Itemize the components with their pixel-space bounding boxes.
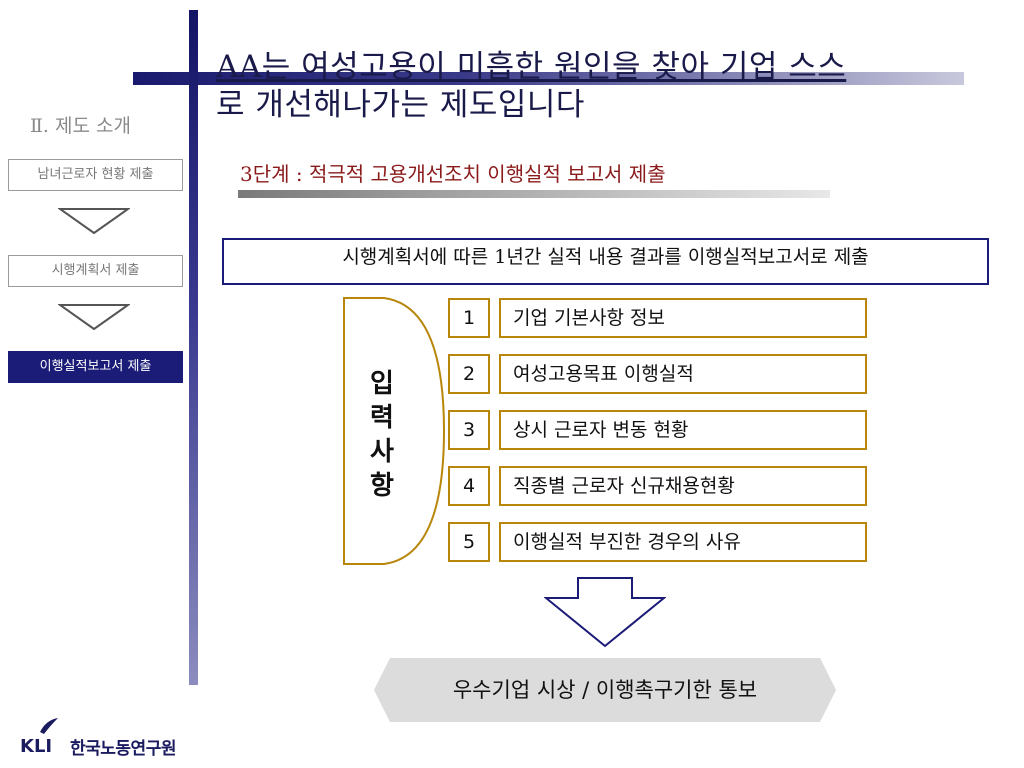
header-decor-bar: [133, 72, 964, 85]
page-title: AA는 여성고용이 미흡한 원인을 찾아 기업 스스 로 개선해나가는 제도입니…: [216, 48, 976, 124]
down-arrow-icon: [58, 304, 130, 331]
vertical-decor-bar: [189, 10, 198, 685]
input-item-label: 상시 근로자 변동 현황: [499, 410, 867, 450]
input-label-char: 사: [370, 437, 394, 467]
section-heading: Ⅱ. 제도 소개: [30, 115, 131, 137]
logo-text: 한국노동연구원: [70, 739, 176, 759]
step-3-box-active[interactable]: 이행실적보고서 제출: [8, 351, 183, 383]
input-item-label: 여성고용목표 이행실적: [499, 354, 867, 394]
logo-mark-text: KLI: [20, 736, 52, 756]
input-item-label: 직종별 근로자 신규채용현황: [499, 466, 867, 506]
down-arrow-icon: [544, 577, 666, 648]
input-item-label: 이행실적 부진한 경우의 사유: [499, 522, 867, 562]
input-item-number: 3: [448, 410, 490, 450]
input-item-number: 4: [448, 466, 490, 506]
subtitle-underline: [238, 190, 830, 198]
input-item-number: 2: [448, 354, 490, 394]
input-item-number: 1: [448, 298, 490, 338]
step-subtitle: 3단계 : 적극적 고용개선조치 이행실적 보고서 제출: [240, 162, 666, 186]
input-items-bracket: [343, 297, 446, 565]
page-title-line2: 로 개선해나가는 제도입니다: [216, 87, 585, 123]
input-items-label: 입 력 사 항: [364, 367, 400, 503]
step-2-box[interactable]: 시행계획서 제출: [8, 255, 183, 287]
input-label-char: 입: [370, 369, 394, 399]
input-label-char: 항: [370, 471, 394, 501]
input-item-label: 기업 기본사항 정보: [499, 298, 867, 338]
description-box: 시행계획서에 따른 1년간 실적 내용 결과를 이행실적보고서로 제출: [222, 238, 989, 285]
page-title-line1: AA는 여성고용이 미흡한 원인을 찾아 기업 스스: [216, 49, 847, 85]
down-arrow-icon: [58, 208, 130, 235]
kli-logo-icon: KLI: [20, 718, 58, 756]
result-notice-text: 우수기업 시상 / 이행촉구기한 통보: [452, 678, 758, 702]
input-label-char: 력: [370, 403, 394, 433]
step-1-box[interactable]: 남녀근로자 현황 제출: [8, 159, 183, 191]
input-item-number: 5: [448, 522, 490, 562]
result-notice-shape: [374, 658, 836, 722]
